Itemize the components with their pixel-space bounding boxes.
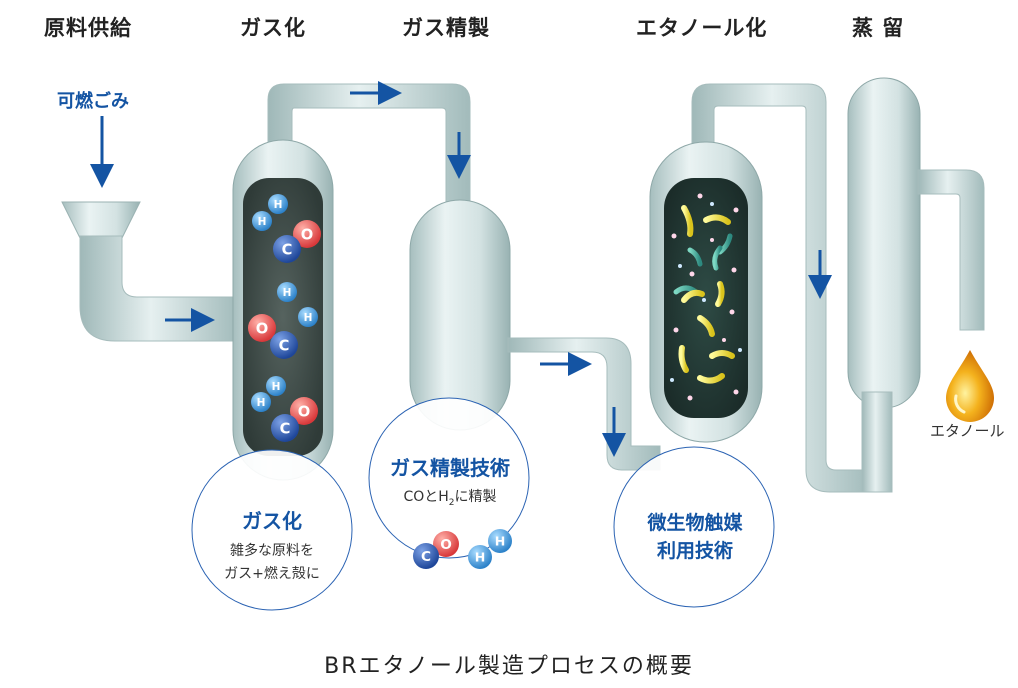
- svg-text:C: C: [421, 549, 431, 565]
- input-label: 可燃ごみ: [57, 91, 129, 112]
- svg-text:H: H: [272, 381, 281, 393]
- atom-h: H: [266, 376, 286, 396]
- diagram-caption: BRエタノール製造プロセスの概要: [324, 654, 694, 679]
- stage-title-ethanol: エタノール化: [636, 16, 768, 40]
- purification-title: ガス精製技術: [390, 456, 510, 480]
- svg-text:C: C: [279, 337, 290, 354]
- atom-h: H: [488, 529, 512, 553]
- hopper: [61, 201, 141, 239]
- svg-text:O: O: [440, 537, 452, 553]
- atom-h: H: [468, 545, 492, 569]
- svg-text:O: O: [301, 226, 314, 243]
- stage-title-feed: 原料供給: [44, 16, 132, 40]
- atom-h: H: [277, 282, 297, 302]
- atom-o: O: [293, 220, 321, 248]
- svg-text:C: C: [280, 420, 291, 437]
- atom-c: C: [271, 414, 299, 442]
- drop-highlight: [954, 394, 966, 414]
- svg-text:H: H: [258, 216, 267, 228]
- microbes: [670, 193, 742, 401]
- atom-c: C: [273, 235, 301, 263]
- stage-title-gasification: ガス化: [240, 16, 306, 40]
- product-pipe: [917, 169, 985, 331]
- gasification-desc-2: ガス+燃え殻に: [224, 566, 320, 582]
- svg-text:H: H: [304, 312, 313, 324]
- feed-pipe: [79, 235, 239, 342]
- microbe-title-1: 微生物触媒: [647, 512, 743, 534]
- gasification-circle: [191, 449, 353, 611]
- atom-h: H: [252, 211, 272, 231]
- gasification-title: ガス化: [242, 509, 302, 533]
- distillation-column: [847, 77, 921, 409]
- atom-h: H: [298, 307, 318, 327]
- svg-text:H: H: [257, 397, 266, 409]
- svg-text:H: H: [475, 550, 486, 565]
- atom-c: C: [413, 543, 439, 569]
- gasifier-chamber: [243, 178, 323, 456]
- purified-gas-molecules: OC HH: [413, 529, 512, 569]
- atom-h: H: [251, 392, 271, 412]
- svg-text:C: C: [282, 241, 293, 258]
- purifier-vessel: [409, 199, 511, 431]
- svg-text:H: H: [495, 534, 506, 549]
- svg-text:O: O: [256, 320, 269, 337]
- purification-desc-suffix: に精製: [454, 489, 497, 505]
- microbe-circle: [613, 446, 775, 608]
- svg-text:O: O: [298, 403, 311, 420]
- purification-desc: COとH2に精製: [395, 486, 505, 508]
- microbe-title-2: 利用技術: [656, 540, 733, 562]
- transfer-pipe-1: [507, 337, 661, 471]
- stage-title-distillation: 蒸 留: [852, 16, 905, 40]
- atom-o: O: [290, 397, 318, 425]
- purification-circle: [368, 397, 530, 559]
- svg-text:H: H: [283, 287, 292, 299]
- purification-desc-sub: 2: [448, 497, 455, 508]
- atom-o: O: [248, 314, 276, 342]
- atom-h: H: [268, 194, 288, 214]
- gasification-desc-1: 雑多な原料を: [230, 543, 314, 559]
- output-label: エタノール: [930, 422, 1005, 440]
- svg-text:H: H: [274, 199, 283, 211]
- atom-o: O: [433, 531, 459, 557]
- atom-c: C: [270, 331, 298, 359]
- stage-title-purification: ガス精製: [402, 16, 490, 40]
- purification-desc-prefix: COとH: [403, 489, 449, 505]
- ethanol-drop-icon: [946, 350, 994, 422]
- column-bottom-pipe: [861, 391, 893, 493]
